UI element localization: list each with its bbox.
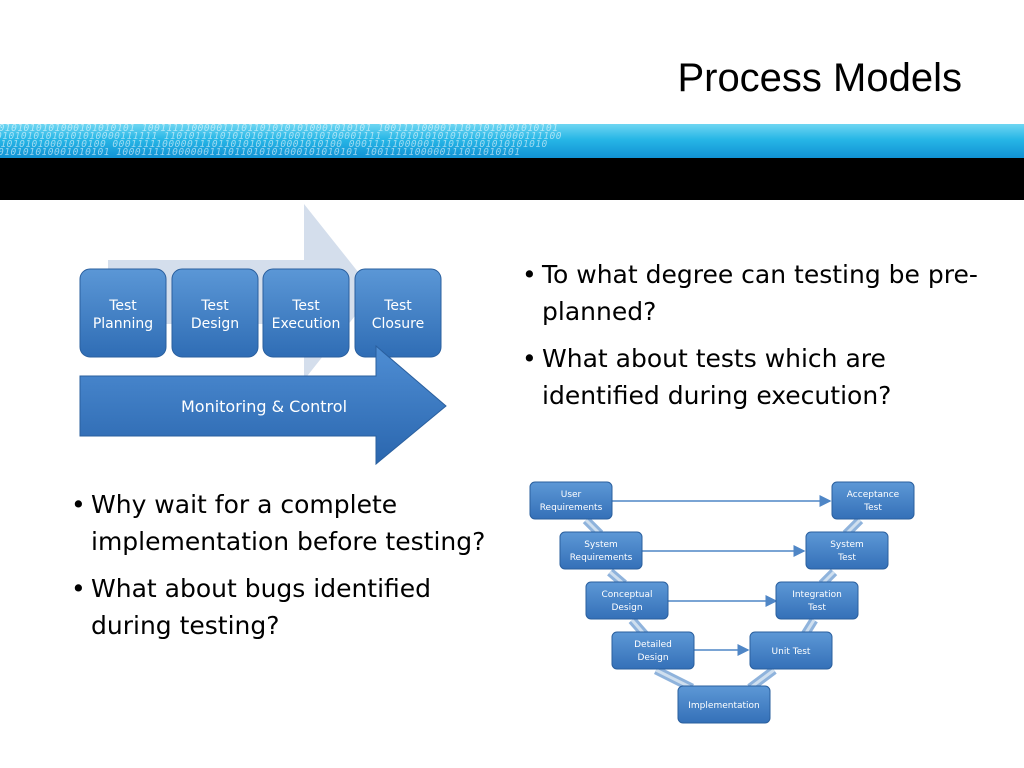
slide-title: Process Models — [677, 56, 962, 100]
v-box-label-line1: System — [584, 540, 618, 550]
binary-row: 010101010001010101 100011111000000111011… — [0, 147, 521, 158]
monitoring-control-label: Monitoring & Control — [181, 397, 347, 416]
v-box-user-requirements: User Requirements — [529, 481, 613, 520]
binary-row: 1010101010101000101010101 10011111000001… — [0, 124, 559, 134]
bullet-item: What about tests which are identified du… — [522, 340, 992, 414]
bullet-item: Why wait for a complete implementation b… — [71, 486, 491, 560]
v-box-label-line1: Unit Test — [772, 647, 811, 657]
monitoring-control-arrow: Monitoring & Control — [79, 344, 447, 466]
binary-row: 01010101010101010000111111 1101011110101… — [0, 131, 562, 142]
bottom-bullet-list: Why wait for a complete implementation b… — [71, 486, 491, 654]
step-label-line1: Test — [200, 298, 229, 314]
process-step-test-design: Test Design — [171, 268, 259, 358]
v-box-label-line1: Detailed — [634, 640, 672, 650]
v-box-label-line1: Integration — [792, 590, 842, 600]
step-label-line1: Test — [108, 298, 137, 314]
v-box-label-line2: Requirements — [540, 503, 603, 513]
process-step-test-planning: Test Planning — [79, 268, 167, 358]
v-box-implementation: Implementation — [677, 685, 771, 724]
v-box-label-line1: Implementation — [688, 701, 759, 711]
v-box-label-line1: User — [561, 490, 582, 500]
v-model-diagram: User Requirements System Requirements Co… — [529, 481, 915, 724]
step-label-line1: Test — [291, 298, 320, 314]
step-label-line2: Closure — [372, 316, 424, 332]
v-box-acceptance-test: Acceptance Test — [831, 481, 915, 520]
v-box-label-line2: Test — [863, 503, 882, 513]
header-banner: 1010101010101000101010101 10011111000001… — [0, 124, 1024, 200]
step-label-line2: Execution — [272, 316, 341, 332]
process-step-test-execution: Test Execution — [262, 268, 350, 358]
v-box-label-line2: Test — [837, 553, 856, 563]
top-bullet-list: To what degree can testing be pre-planne… — [522, 256, 992, 424]
binary-row: 1010101010001010100 00011111000001110110… — [0, 139, 548, 150]
v-box-integration-test: Integration Test — [775, 581, 859, 620]
black-band — [0, 158, 1024, 200]
v-box-unit-test: Unit Test — [749, 631, 833, 670]
v-box-label-line1: Conceptual — [602, 590, 653, 600]
v-box-label-line1: Acceptance — [847, 490, 900, 500]
v-box-label-line2: Test — [807, 603, 826, 613]
v-box-detailed-design: Detailed Design — [611, 631, 695, 670]
step-label-line1: Test — [383, 298, 412, 314]
v-box-label-line2: Design — [611, 603, 642, 613]
step-label-line2: Design — [191, 316, 239, 332]
binary-code-strip: 1010101010101000101010101 10011111000001… — [0, 124, 1024, 158]
test-process-diagram: Test Planning Test Design Test Execution… — [79, 204, 447, 466]
v-box-label-line2: Design — [637, 653, 668, 663]
step-label-line2: Planning — [93, 316, 153, 332]
v-box-system-requirements: System Requirements — [559, 531, 643, 570]
v-box-label-line2: Requirements — [570, 553, 633, 563]
process-step-test-closure: Test Closure — [354, 268, 442, 358]
bullet-item: What about bugs identified during testin… — [71, 570, 491, 644]
v-box-system-test: System Test — [805, 531, 889, 570]
v-box-conceptual-design: Conceptual Design — [585, 581, 669, 620]
verification-arrows — [612, 495, 832, 656]
v-box-label-line1: System — [830, 540, 864, 550]
bullet-item: To what degree can testing be pre-planne… — [522, 256, 992, 330]
